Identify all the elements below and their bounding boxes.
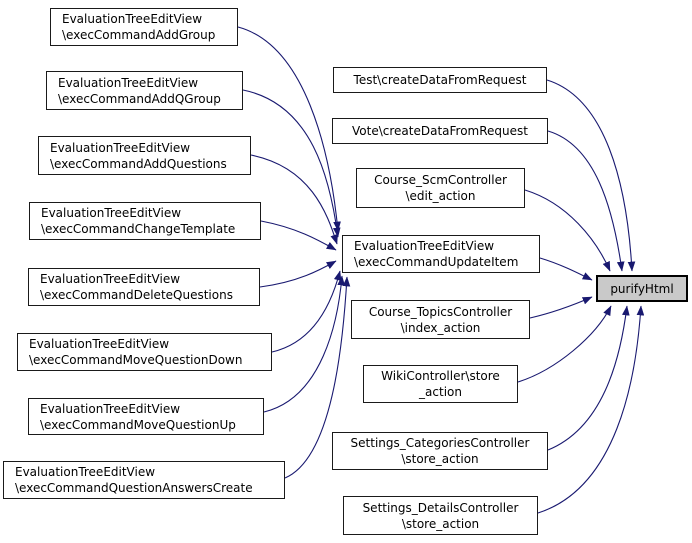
node-execCommandQuestionAnswersCreate[interactable]: EvaluationTreeEditView \execCommandQuest… (3, 461, 285, 499)
edge-settingsDetails-to-purifyHtml (537, 305, 645, 514)
node-execCommandMoveQuestionDown[interactable]: EvaluationTreeEditView \execCommandMoveQ… (17, 333, 272, 371)
edge-courseScm-to-purifyHtml (524, 189, 611, 272)
edge-addGroup-to-updateItem (237, 26, 341, 232)
node-execCommandUpdateItem[interactable]: EvaluationTreeEditView \execCommandUpdat… (342, 235, 540, 273)
edge-settingsCategories-to-purifyHtml (547, 305, 630, 451)
node-test-createDataFromRequest[interactable]: Test\createDataFromRequest (333, 67, 547, 93)
edge-wiki-to-purifyHtml (517, 305, 612, 383)
node-settingsDetailsController-storeAction[interactable]: Settings_DetailsController \store_action (343, 496, 538, 535)
edge-test-to-purifyHtml (546, 79, 636, 272)
node-execCommandAddQGroup[interactable]: EvaluationTreeEditView \execCommandAddQG… (46, 71, 243, 110)
node-execCommandChangeTemplate[interactable]: EvaluationTreeEditView \execCommandChang… (29, 202, 261, 240)
node-execCommandDeleteQuestions[interactable]: EvaluationTreeEditView \execCommandDelet… (28, 268, 260, 306)
edge-deleteQuestions-to-updateItem (259, 260, 337, 288)
node-settingsCategoriesController-storeAction[interactable]: Settings_CategoriesController \store_act… (332, 432, 548, 470)
edge-addQGroup-to-updateItem (242, 89, 341, 238)
node-purifyHtml: purifyHtml (596, 275, 688, 302)
node-vote-createDataFromRequest[interactable]: Vote\createDataFromRequest (332, 118, 548, 144)
node-courseTopicsController-indexAction[interactable]: Course_TopicsController \index_action (351, 300, 530, 339)
edge-updateItem-to-purifyHtml (539, 257, 593, 281)
edge-addQuestions-to-updateItem (250, 154, 338, 245)
node-execCommandAddGroup[interactable]: EvaluationTreeEditView \execCommandAddGr… (50, 8, 238, 46)
node-courseScmController-editAction[interactable]: Course_ScmController \edit_action (356, 168, 525, 208)
node-execCommandMoveQuestionUp[interactable]: EvaluationTreeEditView \execCommandMoveQ… (28, 398, 264, 435)
edge-moveQuestionDown-to-updateItem (271, 270, 342, 353)
node-wikiController-storeAction[interactable]: WikiController\store _action (363, 365, 518, 403)
edge-questionAnswersCreate-to-updateItem (284, 276, 351, 479)
edge-moveQuestionUp-to-updateItem (263, 275, 346, 413)
edge-changeTemplate-to-updateItem (260, 220, 337, 251)
node-execCommandAddQuestions[interactable]: EvaluationTreeEditView \execCommandAddQu… (38, 136, 251, 175)
edge-vote-to-purifyHtml (547, 130, 625, 272)
edge-courseTopics-to-purifyHtml (529, 296, 593, 319)
